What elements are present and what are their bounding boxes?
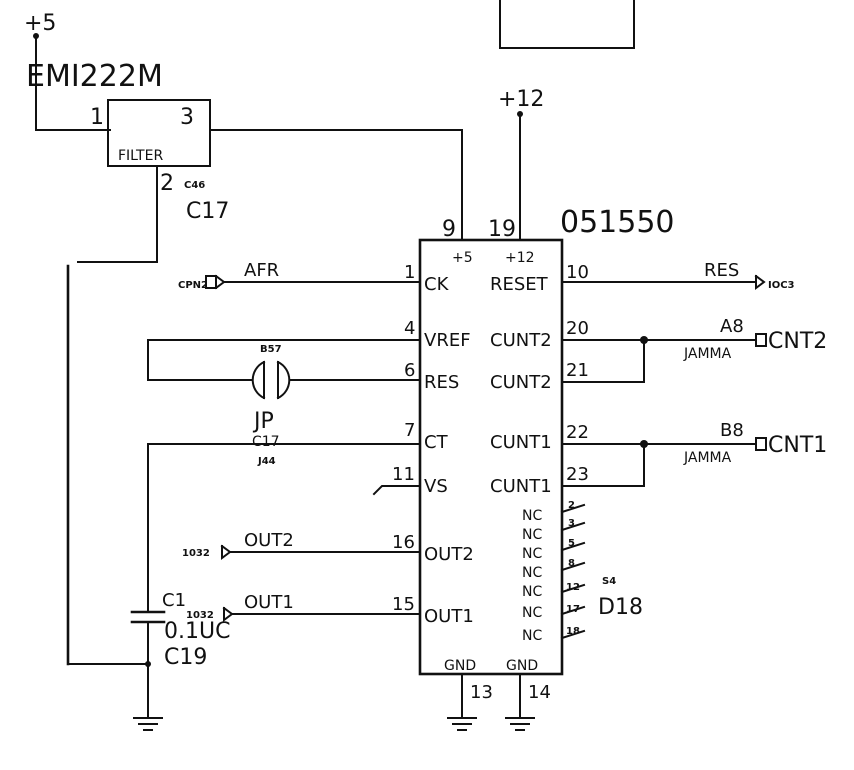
ic-pin9-num: 9 (442, 217, 456, 242)
plus5-supply: +5 (24, 11, 111, 131)
nc-label: NC (522, 546, 542, 562)
pin-20-num: 20 (566, 318, 589, 339)
nc-pin-num: 8 (568, 558, 575, 569)
cap-ref: C1 (162, 590, 186, 611)
ic-051550: 051550 9 19 +5 +12 1 CK 4 VREF 6 RES 7 C… (392, 205, 675, 703)
nc-label: NC (522, 565, 542, 581)
out1-label: OUT1 (244, 592, 294, 613)
pin-vref-name: VREF (424, 330, 471, 351)
jumper-code2: J44 (257, 456, 276, 467)
pin-cunt1a-name: CUNT1 (490, 432, 552, 453)
ic-part-label: 051550 (560, 205, 675, 240)
pin-10-num: 10 (566, 262, 589, 283)
nc-pin-num: 2 (568, 500, 575, 511)
filter-pin1: 1 (90, 105, 104, 130)
nc-label: NC (522, 605, 542, 621)
filter-pin2: 2 (160, 171, 174, 196)
afr-signal: CPN2 AFR (178, 260, 421, 291)
pin-21-num: 21 (566, 360, 589, 381)
gnd-symbol-left (133, 717, 163, 731)
pin-ck-name: CK (424, 274, 450, 295)
cnt2-signal: A8 JAMMA CNT2 (561, 316, 827, 383)
ic-ref: D18 (598, 595, 643, 620)
wire-filter-to-pin9 (209, 129, 463, 241)
pin-11-num: 11 (392, 464, 415, 485)
pin-ct-name: CT (424, 432, 449, 453)
wire-vs (372, 485, 421, 496)
gnd13-num: 13 (470, 682, 493, 703)
cnt1-jamma-label: JAMMA (683, 450, 732, 466)
gnd14-num: 14 (528, 682, 551, 703)
pin-6-num: 6 (404, 360, 415, 381)
cap-designator: C19 (164, 645, 207, 670)
plus5-label: +5 (24, 11, 56, 36)
ic-code: S4 (602, 576, 616, 587)
nc-pin-num: 5 (568, 538, 575, 549)
jumper-jp: B57 JP C17 J44 (243, 344, 299, 467)
pin-cunt2b-name: CUNT2 (490, 372, 552, 393)
pin-7-num: 7 (404, 420, 415, 441)
out1-conn-label: 1032 (186, 610, 214, 621)
res-signal: RES IOC3 (561, 260, 795, 291)
gnd13-name: GND (444, 658, 476, 674)
pin-vs-name: VS (424, 476, 448, 497)
res-label: RES (704, 260, 739, 281)
nc-label: NC (522, 527, 542, 543)
pin-cunt1b-name: CUNT1 (490, 476, 552, 497)
cnt1-pin-label: B8 (720, 420, 744, 441)
cnt2-pin-label: A8 (720, 316, 744, 337)
plus12-label: +12 (498, 87, 544, 112)
jumper-ref: JP (252, 409, 274, 434)
cap-value: 0.1UC (164, 619, 230, 644)
afr-label: AFR (244, 260, 279, 281)
nc-pin-num: 3 (568, 518, 575, 529)
ic-pin19-num: 19 (488, 217, 516, 242)
afr-conn-label: CPN2 (178, 280, 208, 291)
pin-15-num: 15 (392, 594, 415, 615)
cnt1-label: CNT1 (768, 433, 827, 458)
pin-22-num: 22 (566, 422, 589, 443)
filter-part-label: EMI222M (26, 59, 163, 94)
out2-label: OUT2 (244, 530, 294, 551)
gnd14-name: GND (506, 658, 538, 674)
capacitor-c19: C1 0.1UC C19 (130, 590, 230, 717)
top-box-fragment (499, 0, 635, 49)
nc-label: NC (522, 628, 542, 644)
nc-label: NC (522, 584, 542, 600)
plus12-supply: +12 (498, 87, 544, 241)
pin-23-num: 23 (566, 464, 589, 485)
wire-ct (147, 443, 421, 611)
jumper-code: B57 (260, 344, 282, 355)
filter-body-label: FILTER (118, 148, 163, 164)
res-conn-label: IOC3 (768, 280, 795, 291)
jumper-ref2: C17 (252, 434, 280, 450)
pin-res-name: RES (424, 372, 459, 393)
ic-plus12-label: +12 (505, 250, 535, 266)
nc-pin-num: 18 (566, 626, 580, 637)
pin-out1-name: OUT1 (424, 606, 474, 627)
filter-ref: C17 (186, 199, 229, 224)
wire-vref (147, 339, 421, 381)
cnt2-label: CNT2 (768, 329, 827, 354)
wire-filter-gnd (77, 165, 158, 263)
pin-4-num: 4 (404, 318, 415, 339)
pin-1-num: 1 (404, 262, 415, 283)
pin-reset-name: RESET (490, 274, 549, 295)
out2-signal: 1032 OUT2 (182, 530, 421, 560)
out2-conn-label: 1032 (182, 548, 210, 559)
gnd-symbol-14 (505, 673, 535, 731)
pin-16-num: 16 (392, 532, 415, 553)
emi-filter: FILTER 1 3 2 C46 C17 (90, 99, 229, 224)
pin-cunt2a-name: CUNT2 (490, 330, 552, 351)
gnd-symbol-13 (447, 673, 477, 731)
filter-code: C46 (184, 180, 205, 191)
nc-label: NC (522, 508, 542, 524)
cnt1-signal: B8 JAMMA CNT1 (561, 420, 827, 487)
filter-pin3: 3 (180, 105, 194, 130)
out1-signal: 1032 OUT1 (186, 592, 421, 622)
pin-out2-name: OUT2 (424, 544, 474, 565)
ic-plus5-label: +5 (452, 250, 473, 266)
cnt2-jamma-label: JAMMA (683, 346, 732, 362)
